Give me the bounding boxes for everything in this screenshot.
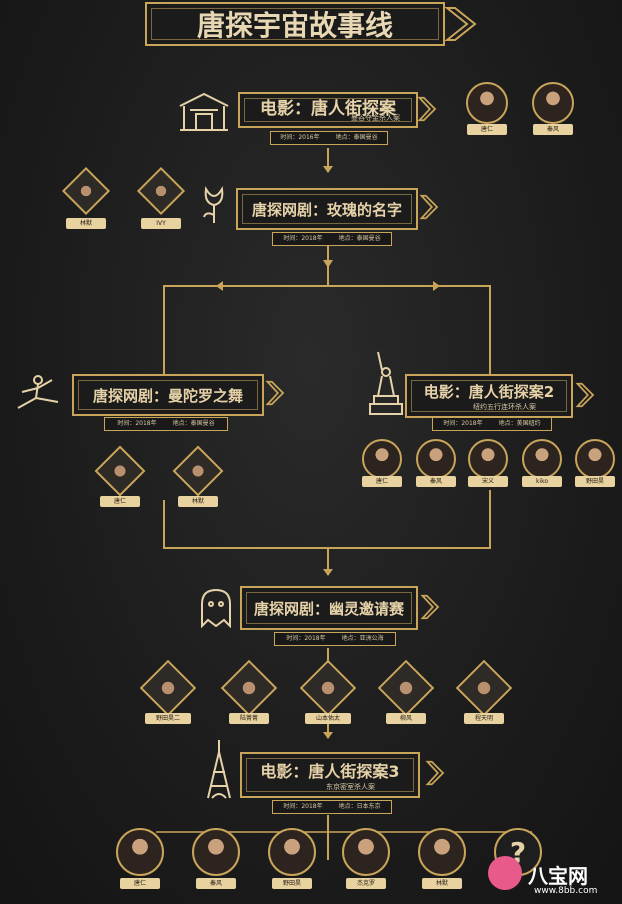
node-4-subtitle: 纽约五行连环杀人案 — [473, 403, 536, 411]
node-5-meta: 时间：2018年 地点：亚洲公海 — [274, 632, 396, 646]
cast-name: 柳风 — [386, 713, 426, 724]
node-4-meta: 时间：2018年 地点：美国纽约 — [432, 417, 552, 431]
rose-icon — [203, 185, 224, 223]
avatar — [268, 828, 316, 876]
cast-name: 唐仁 — [467, 124, 507, 135]
node-1-banner: 电影：唐人街探案 曼谷夺金杀人案 — [238, 92, 418, 128]
node-6-subtitle: 东京密室杀人案 — [326, 783, 375, 791]
avatar — [532, 82, 574, 124]
node-1-time: 时间：2016年 — [280, 134, 320, 141]
node-2-title: 唐探网剧：玫瑰的名字 — [251, 200, 402, 219]
node-3-meta: 时间：2018年 地点：泰国曼谷 — [104, 417, 228, 431]
avatar — [468, 439, 508, 479]
node-2-meta: 时间：2018年 地点：泰国曼谷 — [272, 232, 392, 246]
node-6-title: 电影：唐人街探案3 — [260, 762, 400, 781]
watermark-brand: 八宝网 — [528, 864, 588, 888]
watermark-url: www.8bb.com — [534, 886, 598, 896]
node-3-title: 唐探网剧：曼陀罗之舞 — [92, 386, 243, 405]
cast-name: 山本佑太 — [305, 713, 351, 724]
node-3-place: 地点：泰国曼谷 — [172, 420, 215, 427]
cast-name: 秦风 — [416, 476, 456, 487]
ghost-icon — [201, 588, 231, 629]
temple-icon — [179, 92, 229, 131]
cast-name: 野田昊二 — [145, 713, 191, 724]
node-6-meta: 时间：2018年 地点：日本东京 — [272, 800, 392, 814]
cast-name: 秦风 — [533, 124, 573, 135]
cast-name: 唐仁 — [100, 496, 140, 507]
node-5-arrow-icon — [420, 594, 440, 620]
node-6-arrow-icon — [425, 760, 445, 786]
node-2-time: 时间：2018年 — [283, 235, 323, 242]
node-6-place: 地点：日本东京 — [338, 803, 381, 810]
node-2-banner: 唐探网剧：玫瑰的名字 — [236, 188, 418, 230]
node-3-arrow-icon — [265, 380, 285, 406]
title-arrow-icon — [445, 7, 477, 41]
node-1-title: 电影：唐人街探案 — [260, 98, 396, 119]
cast-name: 野田昊 — [272, 878, 312, 889]
cast-name: 唐仁 — [120, 878, 160, 889]
page-title: 唐探宇宙故事线 — [196, 9, 393, 42]
node-5-title: 唐探网剧：幽灵邀请赛 — [253, 599, 404, 618]
watermark-logo-icon — [488, 856, 522, 890]
cast-name: 杰克罗 — [346, 878, 386, 889]
dancer-icon — [17, 375, 59, 409]
avatar — [192, 828, 240, 876]
avatar — [342, 828, 390, 876]
avatar — [575, 439, 615, 479]
node-4-time: 时间：2018年 — [443, 420, 483, 427]
cast-name: 林默 — [178, 496, 218, 507]
cast-name: 宋义 — [468, 476, 508, 487]
avatar — [362, 439, 402, 479]
cast-name: 陆菁菁 — [229, 713, 269, 724]
cast-name: 唐仁 — [362, 476, 402, 487]
node-1-arrow-icon — [417, 96, 437, 122]
tokyo-tower-icon — [207, 740, 231, 799]
node-1-place: 地点：泰国曼谷 — [335, 134, 378, 141]
node-5-banner: 唐探网剧：幽灵邀请赛 — [240, 586, 418, 630]
cast-name: 野田昊 — [575, 476, 615, 487]
cast-name: kiko — [522, 476, 562, 487]
cast-name: IVY — [141, 218, 181, 229]
cast-name: 林默 — [66, 218, 106, 229]
node-1-subtitle: 曼谷夺金杀人案 — [351, 114, 400, 122]
node-6-time: 时间：2018年 — [283, 803, 323, 810]
cast-name: 秦风 — [196, 878, 236, 889]
avatar — [416, 439, 456, 479]
avatar — [116, 828, 164, 876]
node-1-meta: 时间：2016年 地点：泰国曼谷 — [270, 131, 388, 145]
avatar — [466, 82, 508, 124]
node-3-time: 时间：2018年 — [117, 420, 157, 427]
cast-name: 程天明 — [464, 713, 504, 724]
avatar — [418, 828, 466, 876]
node-3-banner: 唐探网剧：曼陀罗之舞 — [72, 374, 264, 416]
node-4-place: 地点：美国纽约 — [498, 420, 541, 427]
node-2-place: 地点：泰国曼谷 — [338, 235, 381, 242]
node-4-title: 电影：唐人街探案2 — [423, 382, 555, 401]
title-banner: 唐探宇宙故事线 — [145, 2, 445, 46]
avatar — [522, 439, 562, 479]
statue-of-liberty-icon — [369, 351, 403, 415]
node-4-arrow-icon — [575, 382, 595, 408]
node-6-banner: 电影：唐人街探案3 东京密室杀人案 — [240, 752, 420, 798]
node-4-banner: 电影：唐人街探案2 纽约五行连环杀人案 — [405, 374, 573, 418]
node-2-arrow-icon — [419, 194, 439, 220]
node-5-place: 地点：亚洲公海 — [341, 635, 384, 642]
cast-name: 林默 — [422, 878, 462, 889]
node-5-time: 时间：2018年 — [286, 635, 326, 642]
